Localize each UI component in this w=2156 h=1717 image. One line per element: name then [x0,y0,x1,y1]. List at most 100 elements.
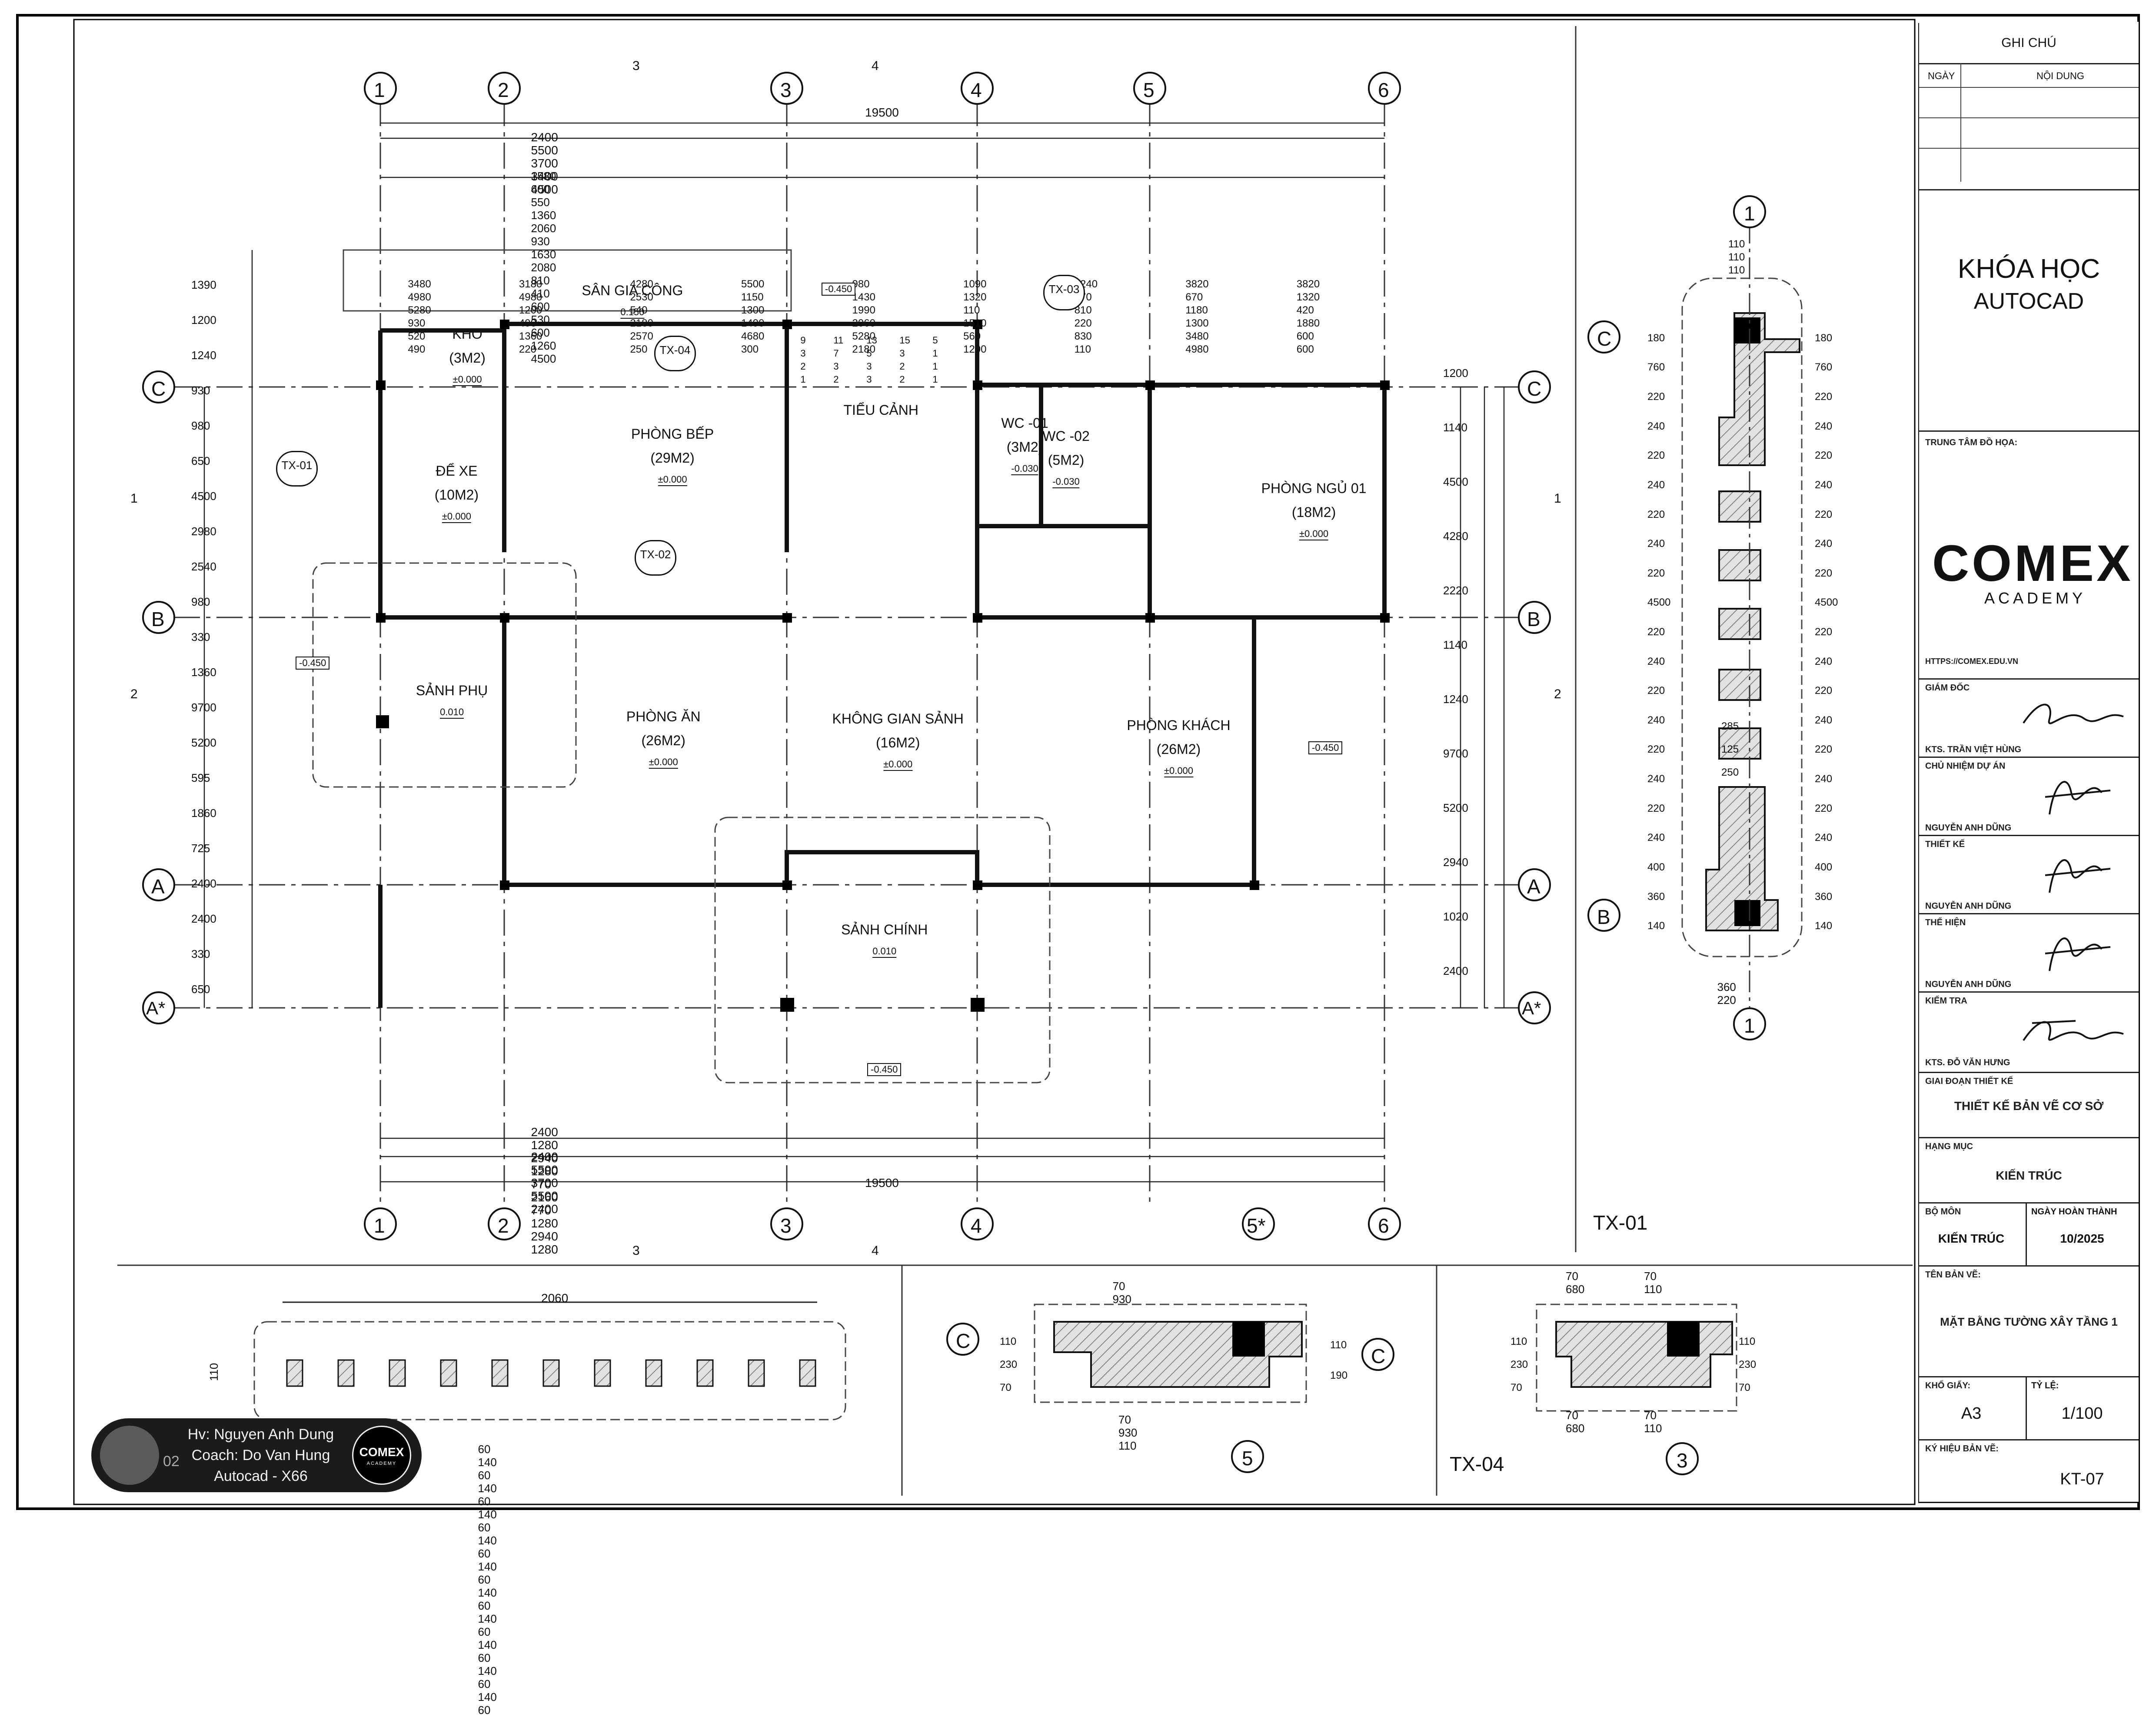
dimension-label: 600 [531,183,550,196]
grid-label-bottom-6: 6 [1378,1214,1389,1237]
room-name: KHÔNG GIAN SẢNH [832,711,964,727]
dimension-label: 140 [1647,920,1665,932]
detail-tx02-outline [253,1301,846,1420]
dimension-label: 560 [963,330,981,342]
dimension-label: 2160 [531,1190,558,1204]
course-subtitle: AUTOCAD [1973,289,2084,314]
dimension-label: 240 [1815,714,1833,726]
stair-step-number: 2 [899,374,905,385]
checker-signature [2023,1020,2124,1041]
dimension-label: 220 [1647,567,1665,579]
room-name: PHÒNG BẾP [631,426,714,442]
dimension-label: 3820 [1296,278,1320,290]
tx01-grid-bottom: 1 [1744,1014,1755,1037]
dimension-label: 2540 [191,560,216,573]
detail-tx03-outline [946,1304,1394,1473]
section-mark: 3 [632,59,640,73]
dept-value: KIẾN TRÚC [1938,1232,2005,1245]
dimension-label: 400 [1815,861,1833,873]
tx03-grid-row-right: C [1371,1345,1386,1367]
category-section: HẠNG MỤC KIẾN TRÚC [1919,1137,2139,1202]
dimension-label: 4500 [191,490,216,503]
sheet-border [16,14,2140,1510]
grid-label-row-a-star: A* [146,998,166,1018]
grid-label-bottom-4: 4 [971,1214,982,1237]
dimension-label: 240 [1815,773,1833,785]
grid-label-top-6: 6 [1378,79,1389,101]
grid-label-row-a-right: A [1527,875,1540,898]
dimension-label: 680 [1566,1283,1585,1296]
dimension-label: 240 [1647,420,1665,432]
dimension-label: 140 [478,1586,497,1599]
paper-label: KHỔ GIẤY: [1925,1381,1971,1390]
grid-label-row-a: A [151,875,165,898]
dimension-label: 60 [478,1495,491,1508]
dimension-label: 1200 [1443,366,1468,380]
course-title: KHÓA HỌC [1957,254,2100,284]
dimension-label: 70 [1739,1382,1750,1394]
room-area: (26M2) [1156,741,1201,757]
room-area: (16M2) [876,735,920,750]
dimension-label: 550 [531,196,550,209]
section-mark: 4 [872,1244,879,1258]
pm-section: CHỦ NHIỆM DỰ ÁN NGUYỄN ANH DŨNG [1919,757,2139,835]
dimension-label: 240 [1815,832,1833,844]
room-level: -0.030 [1011,463,1038,475]
dimension-label: 4500 [1443,475,1468,488]
dimension-label: 3400 [531,170,558,183]
dimension-label: 250 [630,343,648,355]
dimension-label: 4500 [531,352,556,365]
watermark-logo: COMEX ACADEMY [352,1426,411,1485]
dimension-label: 3180 [519,278,542,290]
room-label: PHÒNG ĂN(26M2)±0.000 [626,709,701,769]
date-label: NGÀY HOÀN THÀNH [2031,1207,2117,1217]
dimension-label: 220 [1815,802,1833,814]
notes-content-col: NỘI DUNG [2036,70,2084,81]
room-level: 0.010 [440,707,464,719]
category-label: HẠNG MỤC [1925,1142,1973,1151]
dimension-label: 70 [1511,1382,1522,1394]
dimension-label: 770 [531,1177,552,1191]
dimension-label: 240 [1647,479,1665,491]
section-mark: 3 [632,1244,640,1258]
dimension-label: 240 [1815,420,1833,432]
room-area: (5M2) [1048,452,1085,468]
phase-value: THIẾT KẾ BẢN VẼ CƠ SỞ [1954,1099,2104,1113]
grid-bubbles [142,72,1551,1240]
dimension-label: 1430 [852,291,875,303]
dimension-label: 110 [1644,1422,1662,1435]
drawing-name-section: TÊN BẢN VẼ: MẶT BẰNG TƯỜNG XÂY TẦNG 1 [1919,1265,2139,1376]
dimension-label: 980 [191,595,210,609]
dimension-label: 930 [1112,1293,1131,1306]
dimension-label: 125 [1721,743,1739,755]
dimension-label: 1280 [531,1243,558,1256]
detail-callout: TX-04 [654,336,696,371]
dimension-label: 220 [1717,994,1736,1007]
dimension-label: 110 [1118,1439,1137,1452]
room-name: SẢNH CHÍNH [841,922,928,937]
paper-value: A3 [1961,1404,1982,1423]
dimension-label: 220 [1647,626,1665,638]
dimension-label: 140 [478,1664,497,1677]
dimension-label: 110 [1728,264,1745,276]
dimension-label: 2180 [852,343,875,355]
dimension-label: 1510 [963,317,987,329]
dimension-label: 110 [1644,1283,1662,1296]
tx01-grid-row-c: C [1597,327,1612,350]
dimension-label: 220 [1647,685,1665,697]
room-label: PHÒNG NGỦ 01(18M2)±0.000 [1261,480,1366,540]
dimension-label: 230 [1739,1359,1757,1370]
grid-label-top-4: 4 [971,79,982,101]
dimension-label: 420 [1296,304,1314,316]
dimension-label: 1300 [741,304,765,316]
stair-step-number: 2 [899,361,905,372]
work-yard [343,249,792,312]
room-name: WC -02 [1042,428,1090,444]
dimension-label: 530 [531,313,550,326]
